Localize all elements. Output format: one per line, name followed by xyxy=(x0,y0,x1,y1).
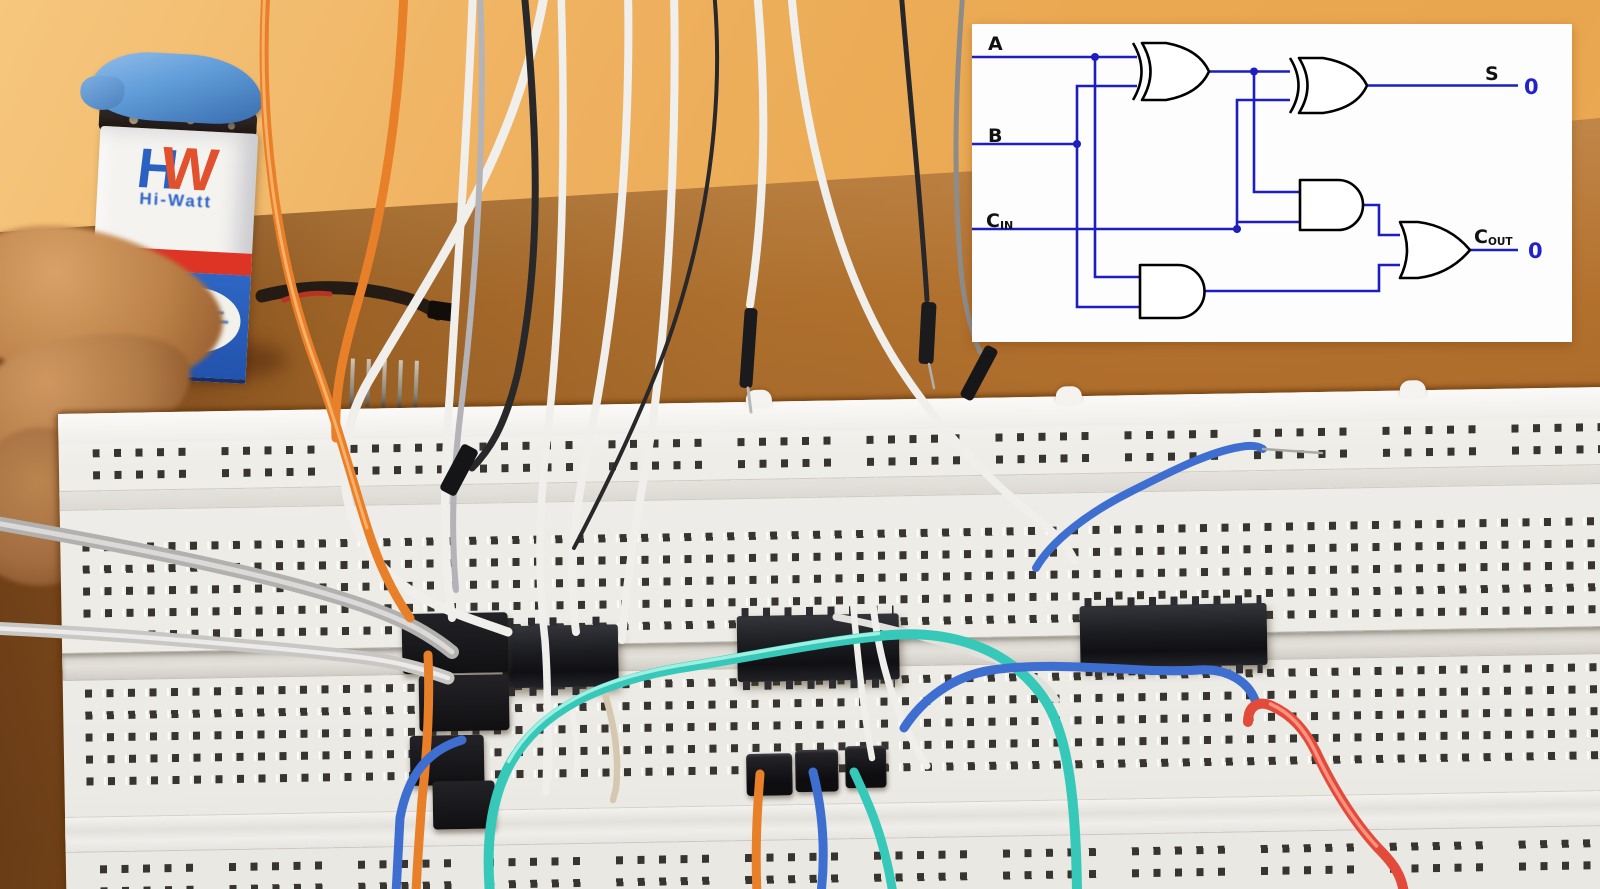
connector-cluster xyxy=(432,780,496,830)
wire-and1-out xyxy=(1363,203,1400,237)
schematic-background xyxy=(972,24,1572,342)
label-input-a: A xyxy=(988,33,1003,55)
connector-cluster xyxy=(409,734,485,786)
connector-cluster xyxy=(418,674,510,732)
full-adder-schematic: A B CIN S COUT 0 0 xyxy=(972,24,1572,342)
breadboard-clip-tab xyxy=(1399,380,1426,399)
schematic-wires xyxy=(972,55,1518,309)
breadboard-clip-tab xyxy=(1055,386,1082,405)
junction-dot xyxy=(1091,53,1099,61)
jumper-header xyxy=(746,753,793,797)
xor2-back-curve xyxy=(1288,57,1300,114)
label-cout-base: C xyxy=(1474,226,1488,248)
junction-dot xyxy=(1233,225,1241,233)
label-cin-subscript: IN xyxy=(1000,219,1013,232)
ic-chip-2 xyxy=(736,613,900,683)
label-input-b: B xyxy=(988,125,1002,147)
junction-dot xyxy=(1073,140,1081,148)
full-adder-schematic-panel: A B CIN S COUT 0 0 xyxy=(972,24,1572,342)
xor-gate-2 xyxy=(1297,56,1369,115)
connector-cluster xyxy=(401,612,509,675)
xor1-back-curve xyxy=(1131,42,1143,101)
label-output-s: S xyxy=(1485,63,1499,85)
logic-gates xyxy=(1131,41,1472,320)
or-gate xyxy=(1398,220,1472,280)
jumper-header xyxy=(844,745,887,789)
value-cout: 0 xyxy=(1528,239,1543,263)
ic-chip-1 xyxy=(501,624,619,689)
junction-dot xyxy=(1250,67,1258,76)
wire-xor1-branch xyxy=(1252,71,1300,194)
breadboard-clip-tab xyxy=(745,389,772,408)
wire-a-branch xyxy=(1093,57,1140,279)
wire-b-up xyxy=(1075,84,1137,144)
value-sum: 0 xyxy=(1524,75,1539,99)
xor-gate-1 xyxy=(1140,41,1211,102)
label-output-cout: COUT xyxy=(1474,226,1513,248)
wire-and2-out xyxy=(1205,263,1400,293)
jumper-header xyxy=(794,749,839,793)
label-input-cin: CIN xyxy=(986,210,1013,232)
ic-chip-3 xyxy=(1079,602,1268,669)
and-gate-1 xyxy=(1298,178,1365,232)
header-pins xyxy=(349,358,441,413)
breadboard xyxy=(58,380,1600,889)
label-cin-base: C xyxy=(986,210,1000,232)
wire-b-down xyxy=(1075,144,1140,309)
and-gate-2 xyxy=(1138,263,1206,320)
wire-cin-up xyxy=(1235,98,1290,229)
label-cout-subscript: OUT xyxy=(1488,236,1513,248)
junction-dots xyxy=(1073,53,1258,233)
